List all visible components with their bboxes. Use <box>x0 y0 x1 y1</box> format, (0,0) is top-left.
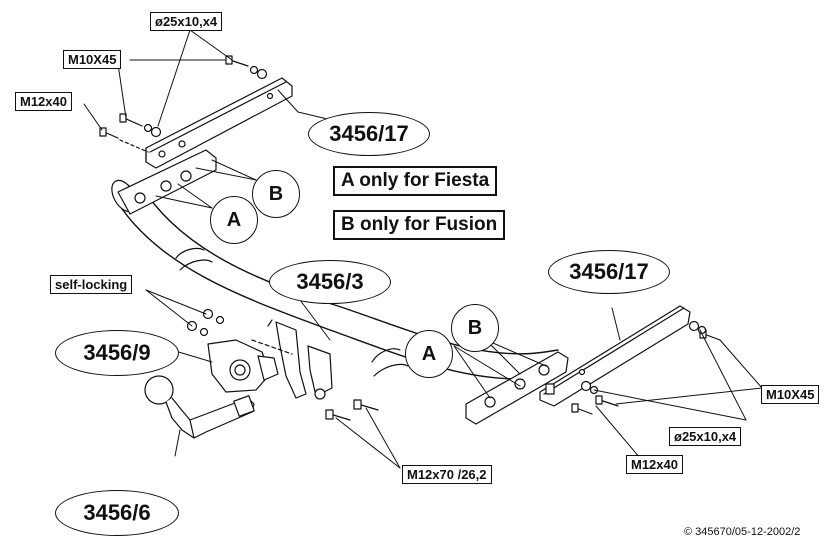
variant-b-marker-left: B <box>252 170 300 218</box>
bolt-m10-label-top: M10X45 <box>63 50 122 69</box>
variant-a-note: A only for Fiesta <box>333 166 498 196</box>
bracket-right <box>465 305 691 425</box>
self-locking-label: self-locking <box>50 275 133 294</box>
towball <box>144 375 255 439</box>
part-number-socket-plate: 3456/9 <box>55 330 179 376</box>
bracket-left <box>117 77 293 215</box>
part-number-bracket-right: 3456/17 <box>548 250 670 294</box>
part-number-towball: 3456/6 <box>55 490 179 536</box>
leader-lines <box>83 29 763 469</box>
part-number-crossbar: 3456/3 <box>269 260 391 304</box>
variant-a-marker-left: A <box>210 196 258 244</box>
bolt-m12-label-top: M12x40 <box>15 92 72 111</box>
washer-label-right: ø25x10,x4 <box>669 427 742 446</box>
bolt-m12x70-label: M12x70 /26,2 <box>402 465 492 484</box>
part-number-bracket-left: 3456/17 <box>308 112 430 156</box>
socket-plate <box>207 339 293 393</box>
bolt-m12-label-right: M12x40 <box>626 455 683 474</box>
neck-bracket <box>267 319 333 399</box>
copyright-text: © 345670/05-12-2002/2 <box>684 526 801 538</box>
variant-a-marker-right: A <box>405 330 453 378</box>
variant-b-marker-right: B <box>451 304 499 352</box>
bolt-m10-label-right: M10X45 <box>761 385 820 404</box>
variant-b-note: B only for Fusion <box>333 210 506 240</box>
washer-label-top: ø25x10,x4 <box>150 12 223 31</box>
fasteners <box>99 55 721 421</box>
